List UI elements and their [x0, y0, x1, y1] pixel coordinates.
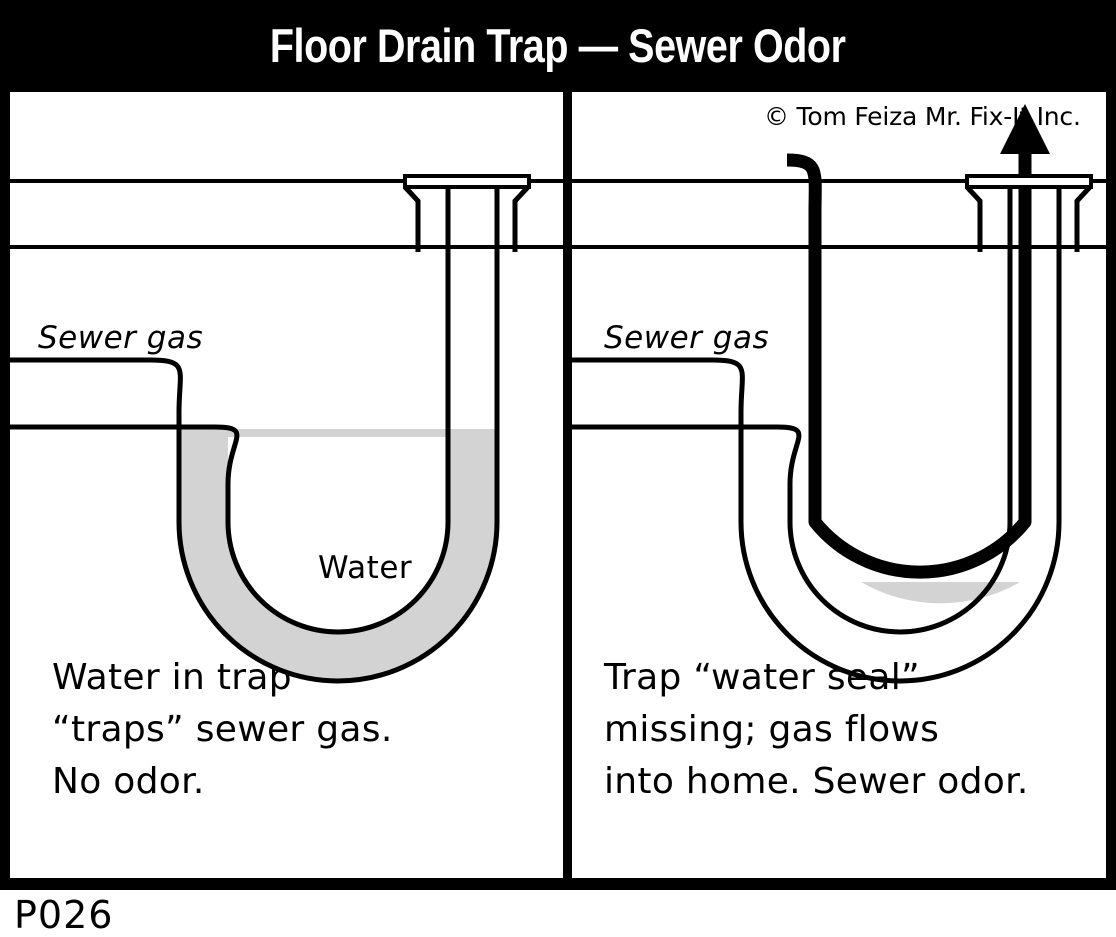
label-water: Water [318, 550, 413, 586]
water-fill-left [10, 429, 497, 681]
label-sewer-gas-right: Sewer gas [604, 320, 770, 356]
figure-code: P026 [14, 893, 114, 937]
caption-left: Water in trap “traps” sewer gas. No odor… [52, 657, 393, 802]
water-surface-patch [179, 429, 497, 437]
trap-outer-wall [10, 187, 500, 684]
label-sewer-gas-left: Sewer gas [38, 320, 204, 356]
sewer-gas-flow-arrow-shaft [786, 137, 1032, 579]
right-trap-drawing [572, 104, 1106, 684]
drain-flange [403, 174, 531, 189]
title-bar: Floor Drain Trap — Sewer Odor [0, 0, 1116, 90]
caption-right: Trap “water seal” missing; gas flows int… [604, 657, 1029, 802]
panel-right-trap-missing-water: © Tom Feiza Mr. Fix-It Inc. Sewer gas T [572, 92, 1106, 878]
residual-water-puddle [861, 582, 1020, 604]
trap-inner-wall [572, 187, 1013, 635]
page-title: Floor Drain Trap — Sewer Odor [270, 18, 846, 72]
trap-inner-wall [10, 187, 451, 635]
trap-outer-wall [572, 187, 1062, 684]
panel-left-trap-with-water: Sewer gas Water Water in trap “traps” se… [10, 92, 563, 878]
left-trap-drawing [10, 174, 563, 684]
drain-flange [965, 174, 1093, 189]
sewer-gas-flow-arrow-head [1000, 104, 1050, 154]
